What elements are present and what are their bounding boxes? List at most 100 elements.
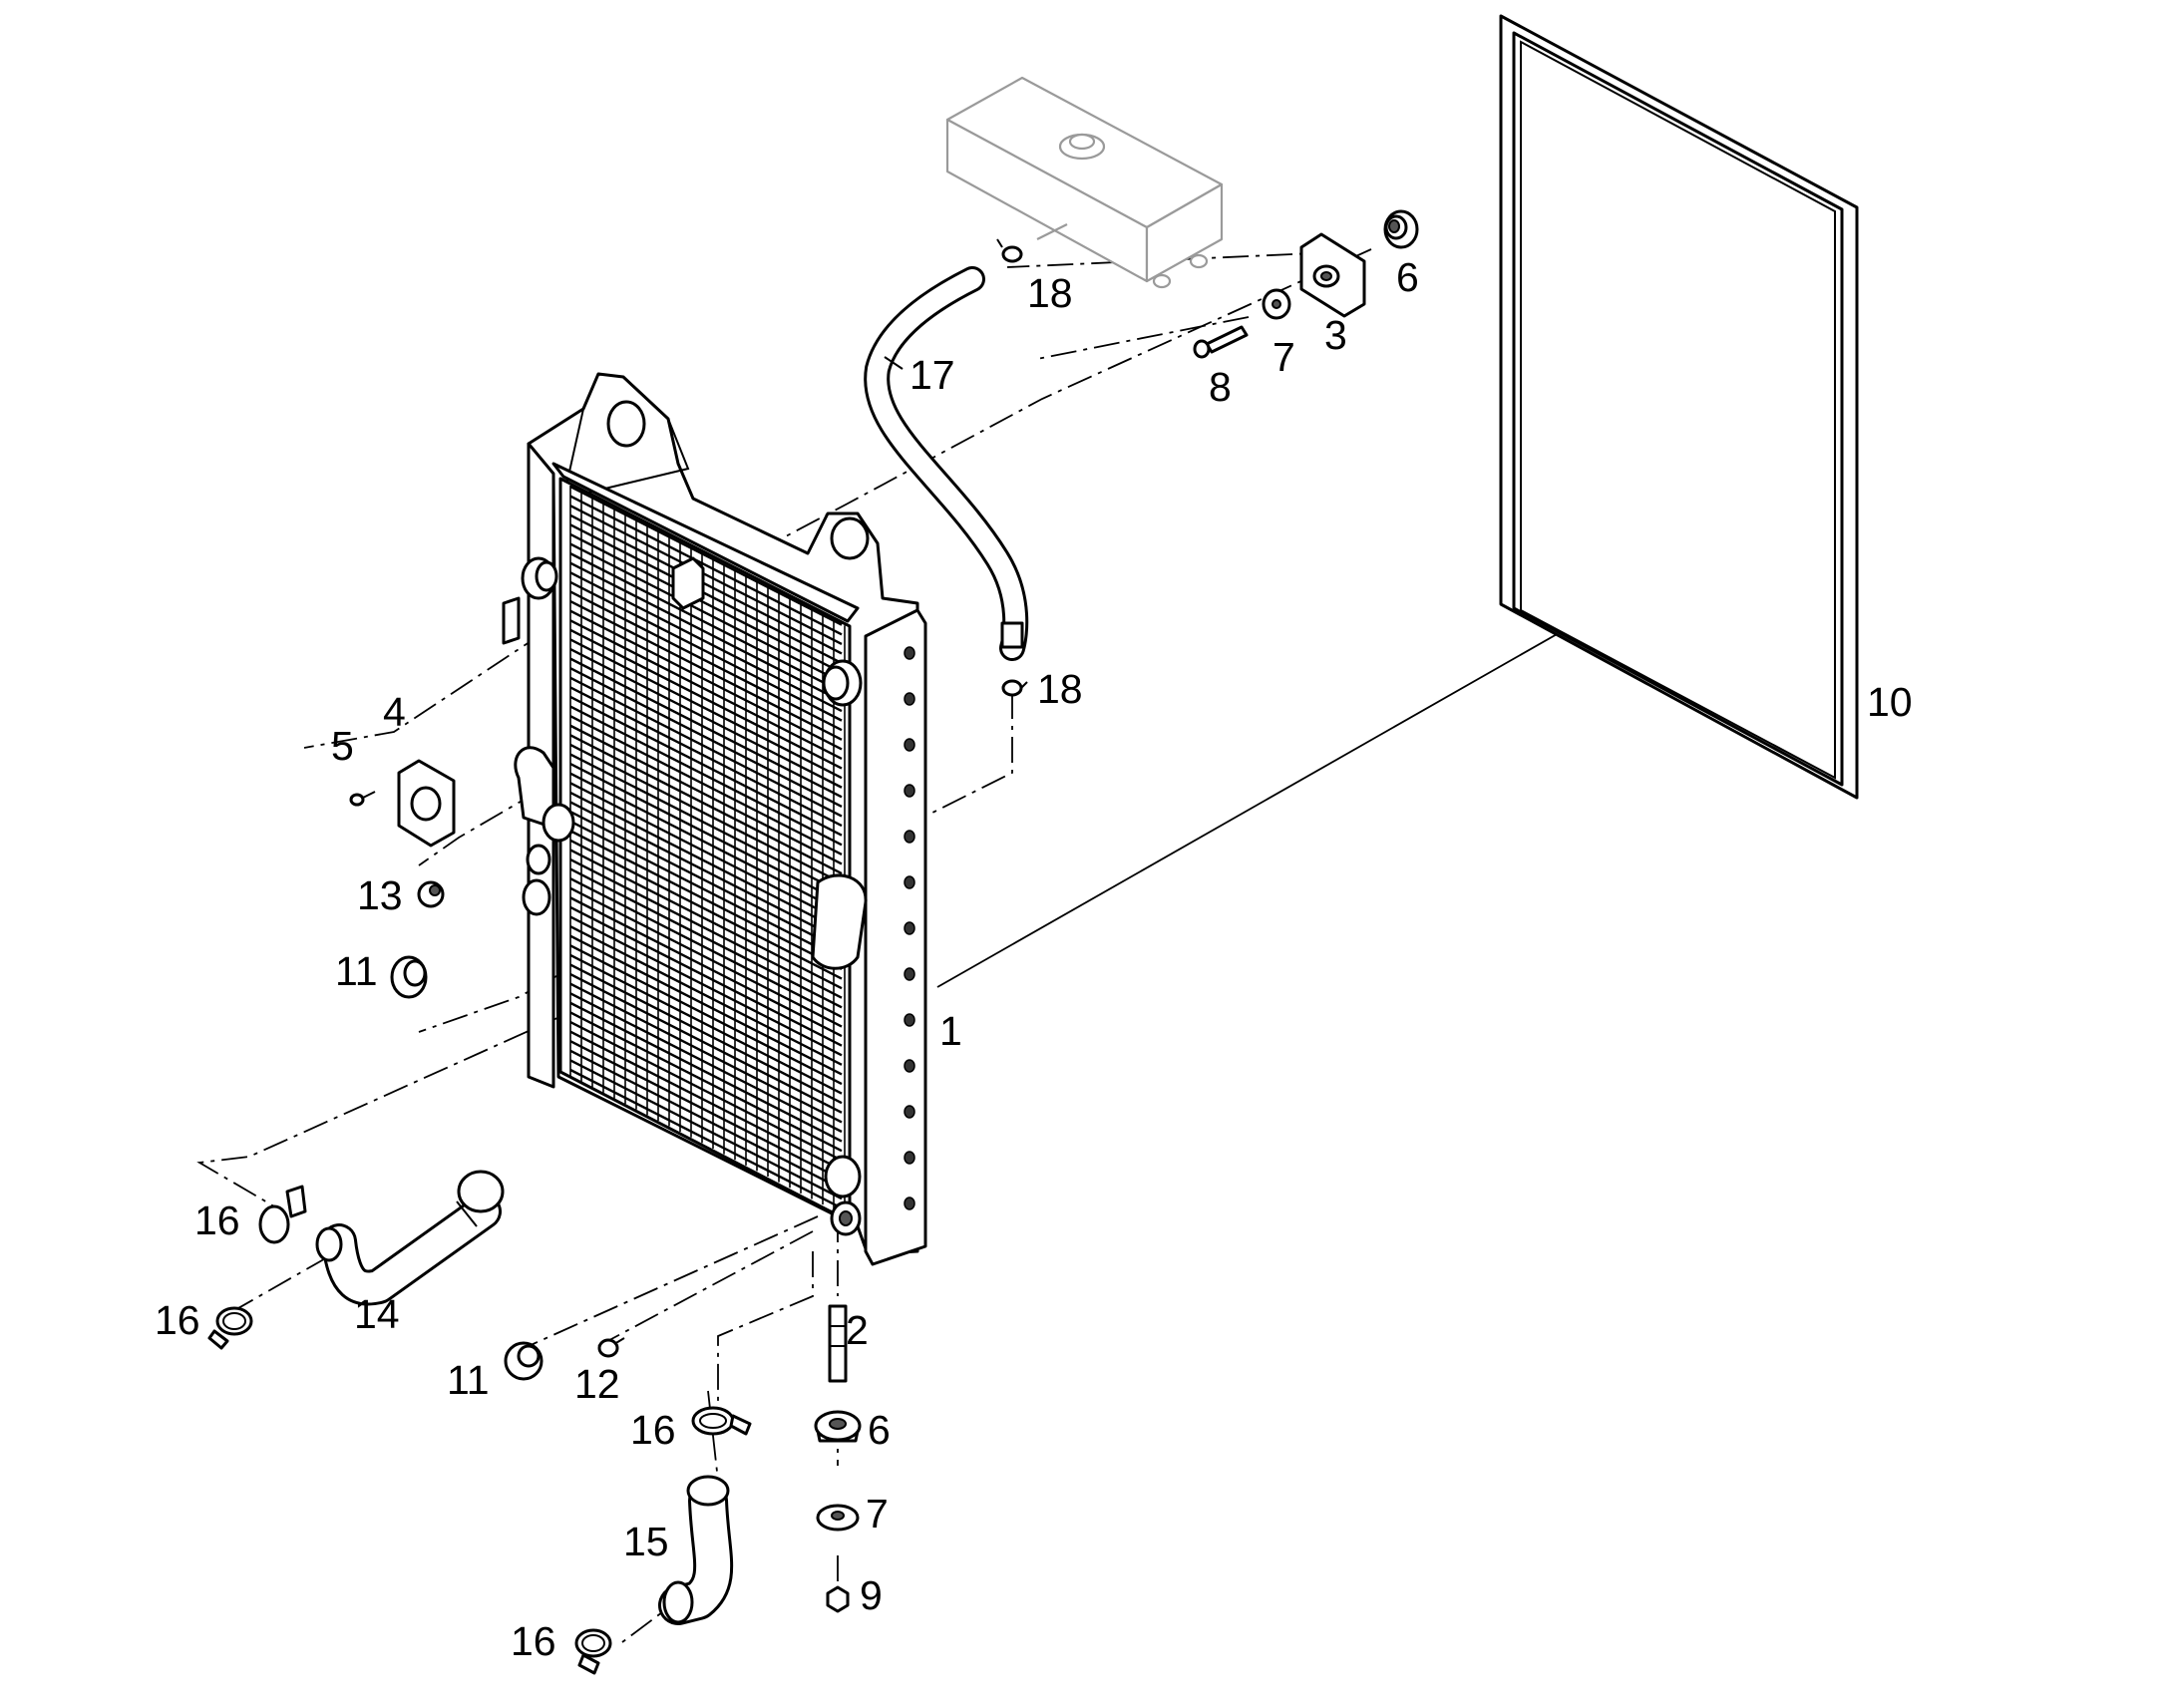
callout-11b: 11	[447, 1357, 490, 1403]
bolt-hole	[904, 1151, 915, 1165]
radiator-fin	[569, 1049, 843, 1191]
callout-16b: 16	[155, 1297, 200, 1343]
bolt-hole	[904, 646, 915, 660]
plug-small-lower	[597, 1337, 625, 1358]
clamp-lower	[1001, 679, 1028, 697]
radiator-fin	[569, 867, 843, 1009]
callout-16c: 16	[630, 1407, 676, 1453]
radiator-fin	[569, 905, 843, 1047]
radiator-fin	[569, 686, 843, 828]
radiator-fin	[569, 886, 843, 1028]
callout-16a: 16	[194, 1197, 240, 1243]
radiator-fin	[569, 915, 843, 1057]
bolt-hole	[904, 875, 915, 889]
radiator-fin	[569, 857, 843, 999]
bolt-hole	[904, 738, 915, 752]
bolt-upper	[1193, 325, 1249, 359]
callout-4: 4	[383, 689, 406, 735]
radiator-fin	[569, 513, 843, 655]
hose	[864, 266, 1029, 661]
radiator-fin	[569, 532, 843, 674]
radiator-fin	[569, 590, 843, 732]
radiator-fin	[569, 753, 843, 894]
radiator-fin	[569, 734, 843, 875]
radiator-fin	[569, 810, 843, 951]
drain-plug-small	[417, 880, 445, 908]
radiator-fin	[569, 953, 843, 1095]
radiator-fin	[569, 657, 843, 799]
radiator-fin	[569, 485, 843, 626]
radiator-fin	[569, 495, 843, 636]
callout-5: 5	[331, 723, 354, 769]
radiator-fin	[569, 772, 843, 913]
screw-small	[349, 791, 376, 807]
radiator-fin	[569, 523, 843, 665]
stud-lower	[828, 1304, 848, 1383]
radiator-fin	[569, 580, 843, 722]
bolt-hole	[904, 1059, 915, 1073]
callout-1: 1	[939, 1008, 962, 1054]
bolt-hole	[904, 1196, 915, 1210]
radiator-fin	[569, 647, 843, 789]
clamp-16-a	[258, 1185, 307, 1244]
bolt-hole	[904, 784, 915, 798]
radiator-fin	[569, 801, 843, 942]
radiator-fin	[569, 571, 843, 713]
callout-11a: 11	[335, 948, 378, 994]
callout-8: 8	[1209, 364, 1232, 410]
radiator-fin	[569, 724, 843, 865]
washer-lower	[816, 1504, 860, 1532]
radiator-fin	[569, 505, 843, 645]
radiator-fin	[569, 1040, 843, 1182]
callout-10: 10	[1867, 679, 1913, 725]
radiator-fin	[569, 743, 843, 884]
radiator-fin	[569, 715, 843, 855]
radiator-fin	[569, 782, 843, 923]
radiator-fin	[569, 628, 843, 770]
radiator-fin	[569, 763, 843, 903]
radiator-fin	[569, 982, 843, 1124]
bolt-hole	[904, 967, 915, 981]
radiator-fin	[569, 944, 843, 1086]
radiator-fin	[569, 839, 843, 980]
bolt-hole	[904, 921, 915, 935]
callout-13: 13	[357, 872, 403, 918]
radiator-fin	[569, 667, 843, 809]
clamp-16-c	[691, 1406, 752, 1436]
callout-18b: 18	[1037, 666, 1083, 712]
radiator-fin	[569, 849, 843, 990]
radiator-fin	[569, 925, 843, 1066]
radiator-fins	[569, 485, 846, 1216]
radiator-fin	[569, 542, 843, 684]
callout-labels: 1 2 3 4 5 6 6 7 7 8 9 10 11 11 12 13 14 …	[155, 254, 1913, 1664]
rubber-mount-upper	[1383, 209, 1419, 249]
clamp-16-d	[574, 1628, 612, 1675]
callout-16d: 16	[511, 1618, 556, 1664]
clamp-16-b	[207, 1306, 253, 1350]
radiator-fin	[569, 638, 843, 780]
flange-plate	[397, 759, 456, 848]
radiator-fin	[569, 830, 843, 971]
rubber-mount-lower	[814, 1410, 862, 1443]
callout-14: 14	[354, 1291, 400, 1337]
radiator-fittings	[502, 556, 868, 1236]
radiator-fin	[569, 1020, 843, 1162]
radiator-fin	[569, 992, 843, 1134]
radiator-fin	[569, 676, 843, 818]
elbow-hose-lower	[658, 1475, 734, 1625]
callout-9: 9	[860, 1572, 883, 1618]
radiator-fin	[569, 791, 843, 932]
elbow-hose-lower-left	[315, 1170, 505, 1306]
bolt-hole	[904, 1013, 915, 1027]
radiator-fin	[569, 552, 843, 693]
mount-plate-upper	[1299, 232, 1366, 318]
radiator-fin	[569, 877, 843, 1018]
bolt-hole	[904, 692, 915, 706]
radiator-fin	[569, 820, 843, 961]
radiator-fin	[569, 705, 843, 847]
callout-3: 3	[1324, 312, 1347, 358]
plug-large-left	[390, 955, 428, 999]
callout-17: 17	[909, 352, 955, 398]
radiator-fin	[569, 1030, 843, 1172]
